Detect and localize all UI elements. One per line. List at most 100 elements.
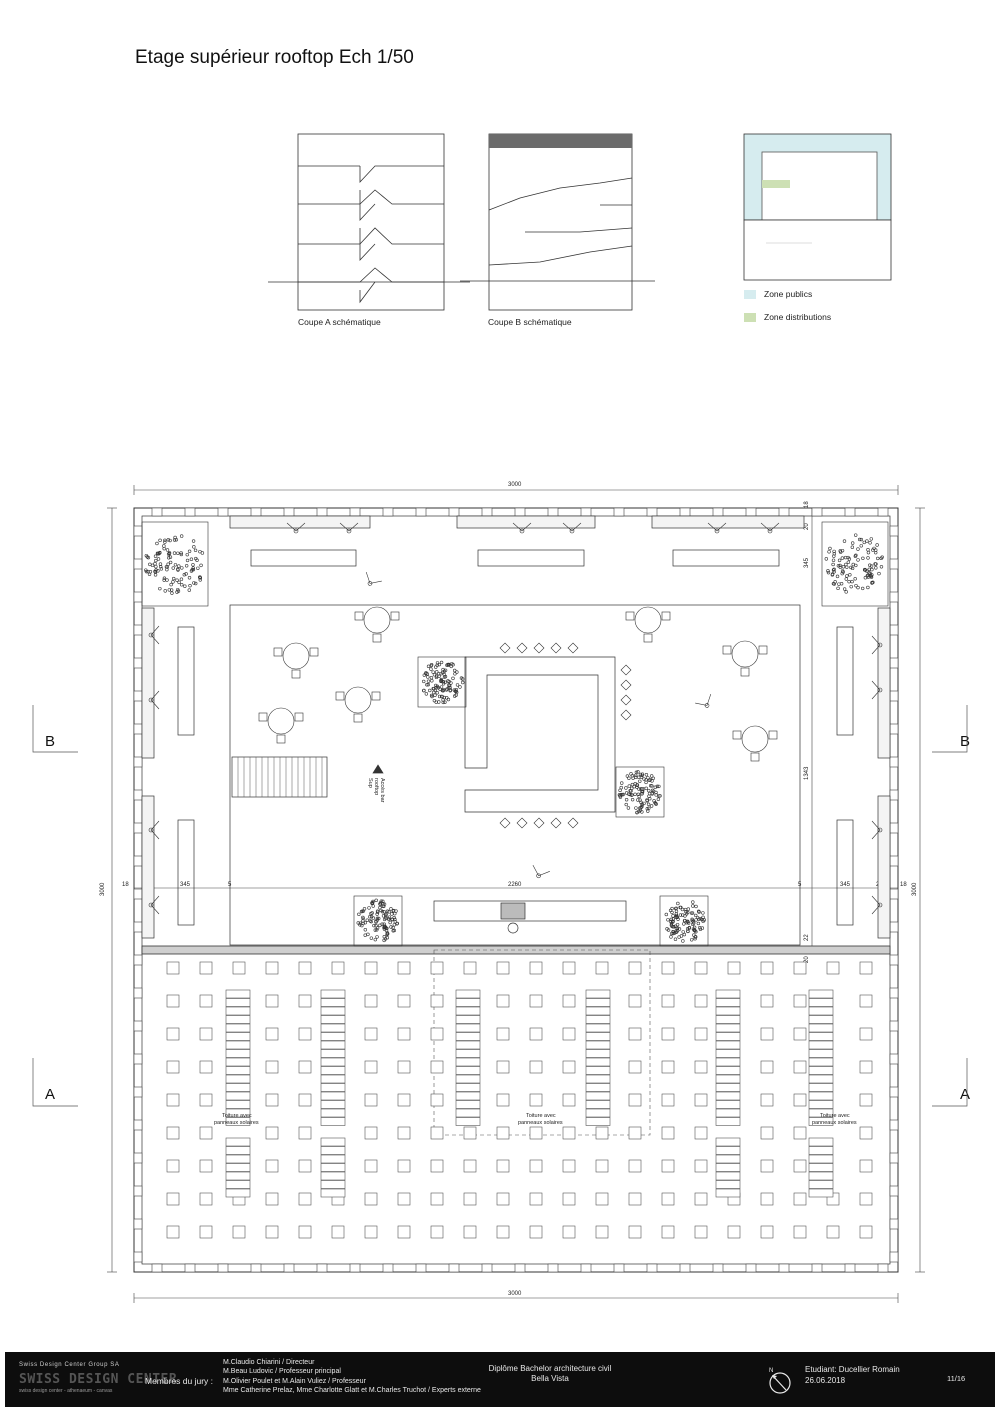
roof-label-right-2: panneaux solaires (812, 1120, 857, 1126)
tree-leaf (875, 543, 879, 547)
tree-leaf (451, 663, 455, 667)
solar-panel (585, 1074, 611, 1084)
cafe-chair (661, 611, 671, 621)
tree-leaf (870, 580, 874, 585)
tree-leaf (636, 798, 640, 802)
tree-leaf (844, 577, 848, 581)
lounge-chair-frame (365, 571, 382, 584)
roof-vent (826, 1225, 840, 1239)
tree-leaf (653, 785, 657, 789)
solar-panel (585, 1032, 611, 1041)
tree-leaf (831, 558, 836, 562)
tree-leaf (633, 792, 637, 797)
tree-leaf (826, 569, 830, 573)
lounge-chair (512, 522, 532, 534)
tree-leaf (684, 910, 688, 914)
lounge-chair-seat (148, 827, 154, 833)
lounge-chair (707, 522, 727, 534)
solar-panel (320, 1083, 346, 1092)
tree-leaf (832, 552, 837, 556)
tree-leaf (676, 901, 680, 906)
tree-leaf (847, 557, 852, 561)
tree-leaf (619, 785, 623, 790)
coupe-a-caption: Coupe A schématique (298, 317, 381, 327)
roof-vent (562, 1093, 576, 1107)
wall-pilaster (415, 507, 427, 517)
tree-leaf (187, 576, 192, 580)
tree-leaf (701, 911, 705, 915)
roof-label-left-1: Toiture avec (222, 1113, 252, 1119)
tree-leaf (460, 677, 465, 681)
roof-vent (397, 1126, 411, 1140)
tree-leaf (683, 914, 687, 918)
tree-leaf (431, 670, 435, 674)
wall-pilaster (889, 756, 899, 768)
tree-leaf (188, 583, 192, 588)
tree-leaf (634, 806, 638, 810)
tree-leaf (669, 920, 673, 924)
lounge-chair (871, 635, 883, 655)
roof-vent (529, 994, 543, 1008)
roof-vent (463, 1159, 477, 1173)
wall-pilaster (184, 1263, 196, 1273)
tree-leaf (634, 770, 639, 775)
bar-stool (533, 642, 545, 654)
tree-leaf (624, 786, 628, 790)
solar-panel (808, 1066, 834, 1075)
solar-panel (585, 1023, 611, 1033)
roof-vent (529, 1159, 543, 1173)
bar-stool (533, 817, 545, 829)
roof-vent (859, 1192, 873, 1206)
cafe-chair (276, 734, 286, 744)
solar-panel (225, 1171, 251, 1181)
tree-leaf (679, 905, 683, 910)
tree-leaf (669, 935, 673, 939)
solar-panel (715, 1091, 741, 1101)
wall-pilaster (133, 888, 143, 900)
tree-leaf (393, 911, 397, 916)
roof-vent (859, 1126, 873, 1140)
tree-leaf (157, 551, 162, 555)
solar-panel (585, 1049, 611, 1058)
wall-pilaster (844, 1263, 856, 1273)
wall-pilaster (283, 507, 295, 517)
solar-panel (808, 1117, 834, 1126)
solar-panel (320, 998, 346, 1007)
roof-vent (166, 1192, 180, 1206)
roof-vent (430, 1159, 444, 1173)
roof-vent (562, 1159, 576, 1173)
roof-vent (397, 961, 411, 975)
wall-pilaster (889, 822, 899, 834)
tree-leaf (842, 539, 847, 543)
tree-leaf (854, 583, 858, 588)
tree-leaf (382, 902, 387, 906)
tree-leaf (379, 908, 383, 913)
jury-member: M.Claudio Chiarini / Directeur (223, 1359, 315, 1366)
wall-pilaster (889, 690, 899, 702)
tree-leaf (175, 578, 179, 582)
solar-panel (808, 1074, 834, 1084)
roof-vent (430, 994, 444, 1008)
planter-box (615, 766, 665, 818)
tree-leaf (182, 573, 187, 577)
roof-vent (859, 1027, 873, 1041)
lounge-chair (148, 690, 160, 710)
roof-vent (595, 1159, 609, 1173)
tree-leaf (172, 551, 177, 555)
tree-leaf (624, 798, 629, 802)
north-arrow-icon: N (769, 1368, 791, 1394)
tree-leaf (446, 697, 451, 702)
wall-pilaster (133, 1020, 143, 1032)
tree-leaf (194, 556, 198, 561)
tree-leaf (370, 901, 374, 906)
tree-leaf (856, 547, 860, 551)
tree-leaf (625, 774, 630, 778)
tree-leaf (144, 553, 149, 558)
lounge-chair-frame (150, 895, 160, 915)
tree-leaf (634, 773, 638, 777)
tree-leaf (684, 920, 689, 925)
tree-leaf (422, 679, 426, 684)
roof-vent (694, 1192, 708, 1206)
roof-vent (298, 994, 312, 1008)
solar-panel (715, 1049, 741, 1058)
